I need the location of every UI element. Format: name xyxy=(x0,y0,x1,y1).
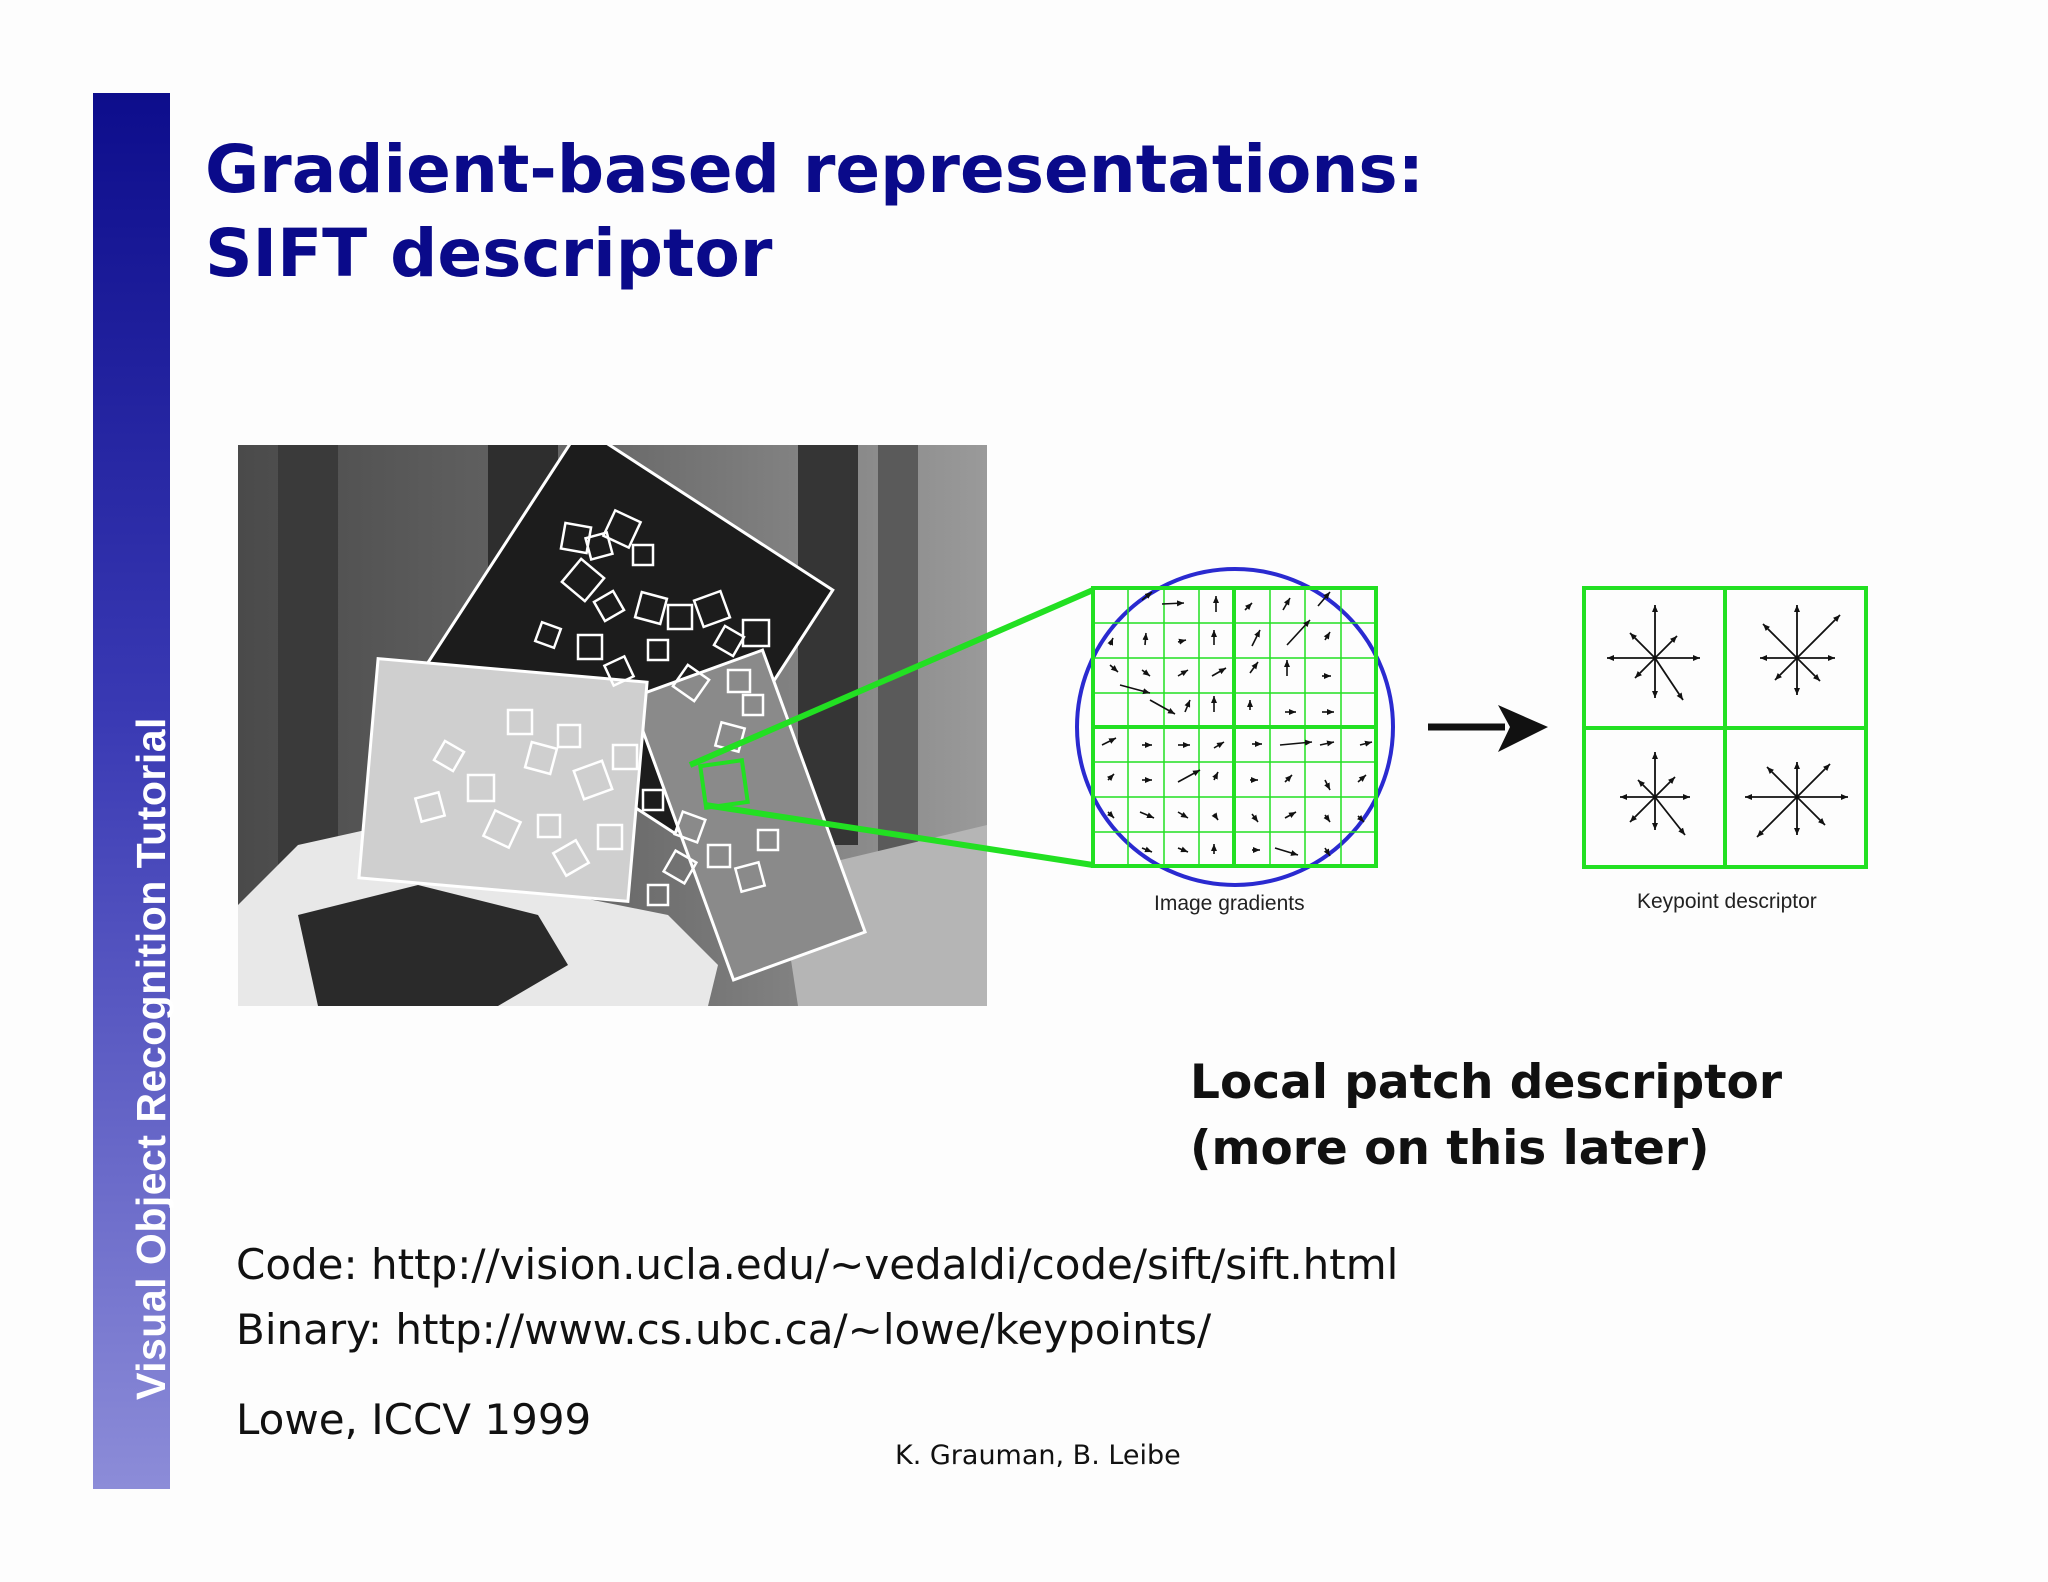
gaussian-window-circle xyxy=(1075,567,1395,887)
light-book xyxy=(358,658,648,902)
local-patch-note: Local patch descriptor (more on this lat… xyxy=(1190,1050,1782,1182)
keypoint-descriptor-grid xyxy=(1582,586,1868,869)
gradient-arrows xyxy=(1101,591,1373,857)
slide-title: Gradient-based representations: SIFT des… xyxy=(205,128,1424,296)
orientation-histograms xyxy=(1607,605,1848,838)
keypoint-photo xyxy=(238,445,987,1006)
sidebar-band xyxy=(93,93,170,1489)
title-line-1: Gradient-based representations: xyxy=(205,131,1425,208)
bag-print xyxy=(298,885,568,1006)
keypoint-descriptor-caption: Keypoint descriptor xyxy=(1637,890,1817,913)
gradient-grid xyxy=(1075,567,1395,887)
binary-link[interactable]: Binary: http://www.cs.ubc.ca/~lowe/keypo… xyxy=(236,1305,1212,1354)
right-arrow-icon xyxy=(1428,705,1548,752)
image-gradients-caption: Image gradients xyxy=(1154,892,1305,915)
local-patch-line-2: (more on this later) xyxy=(1190,1121,1710,1176)
sidebar-label: Visual Object Recognition Tutorial xyxy=(128,717,174,1400)
citation: Lowe, ICCV 1999 xyxy=(236,1395,592,1444)
code-link[interactable]: Code: http://vision.ucla.edu/~vedaldi/co… xyxy=(236,1240,1399,1289)
local-patch-line-1: Local patch descriptor xyxy=(1190,1055,1783,1110)
title-line-2: SIFT descriptor xyxy=(205,215,773,292)
author-credit: K. Grauman, B. Leibe xyxy=(895,1440,1181,1471)
